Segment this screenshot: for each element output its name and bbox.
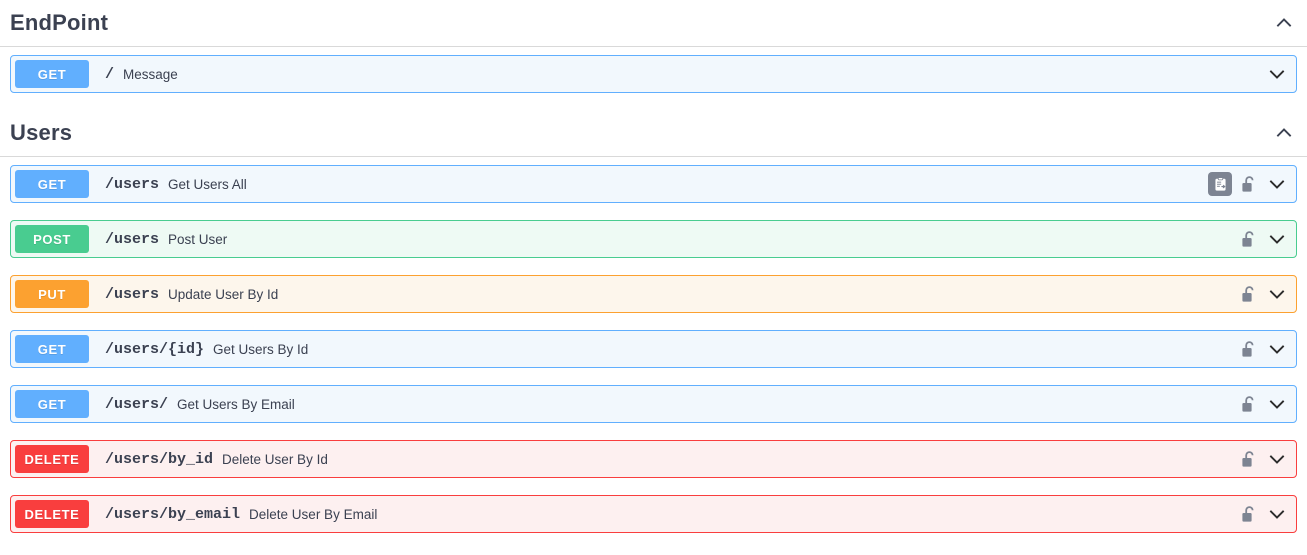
- operation-row[interactable]: DELETE/users/by_email Delete User By Emai…: [10, 495, 1297, 533]
- operation-path: /users/: [105, 395, 169, 413]
- tag-title: Users: [10, 120, 73, 145]
- operation-row[interactable]: GET/users/Get Users By Email: [10, 385, 1297, 423]
- method-badge-get[interactable]: GET: [15, 390, 89, 418]
- operation-summary: Get Users By Email: [177, 396, 295, 412]
- operation-list: GET / Message: [0, 55, 1307, 93]
- operation-summary: Get Users By Id: [213, 341, 309, 357]
- operation-row[interactable]: POST/users Post User: [10, 220, 1297, 258]
- method-badge-post[interactable]: POST: [15, 225, 89, 253]
- operation-summary: Delete User By Id: [222, 451, 328, 467]
- chevron-down-icon[interactable]: [1266, 338, 1288, 360]
- chevron-up-icon[interactable]: [1273, 12, 1295, 34]
- operation-actions: [1266, 63, 1288, 85]
- chevron-down-icon[interactable]: [1266, 448, 1288, 470]
- unlocked-padlock-icon[interactable]: [1240, 339, 1258, 359]
- section-divider: [0, 156, 1307, 157]
- unlocked-padlock-icon[interactable]: [1240, 174, 1258, 194]
- operation-row[interactable]: PUT/users Update User By Id: [10, 275, 1297, 313]
- tag-header-endpoint[interactable]: EndPoint: [0, 0, 1307, 46]
- section-divider: [0, 46, 1307, 47]
- operation-actions: [1240, 503, 1288, 525]
- operation-summary: Post User: [168, 231, 228, 247]
- operation-path: /users/by_email: [105, 505, 241, 523]
- method-badge-get[interactable]: GET: [15, 170, 89, 198]
- operation-path: /users/by_id: [105, 450, 214, 468]
- operation-actions: [1240, 283, 1288, 305]
- operation-row[interactable]: DELETE/users/by_id Delete User By Id: [10, 440, 1297, 478]
- operation-row[interactable]: GET/users/{id} Get Users By Id: [10, 330, 1297, 368]
- operation-actions: [1240, 338, 1288, 360]
- operation-actions: [1240, 393, 1288, 415]
- operation-summary: Update User By Id: [168, 286, 279, 302]
- method-badge-delete[interactable]: DELETE: [15, 445, 89, 473]
- operation-path: /users: [105, 230, 160, 248]
- unlocked-padlock-icon[interactable]: [1240, 504, 1258, 524]
- chevron-up-icon[interactable]: [1273, 122, 1295, 144]
- chevron-down-icon[interactable]: [1266, 173, 1288, 195]
- operation-actions: [1240, 448, 1288, 470]
- chevron-down-icon[interactable]: [1266, 283, 1288, 305]
- operation-actions: [1240, 228, 1288, 250]
- operation-summary: Get Users All: [168, 176, 247, 192]
- unlocked-padlock-icon[interactable]: [1240, 449, 1258, 469]
- unlocked-padlock-icon[interactable]: [1240, 284, 1258, 304]
- operation-summary: Delete User By Email: [249, 506, 378, 522]
- operation-row[interactable]: GET / Message: [10, 55, 1297, 93]
- method-badge-get[interactable]: GET: [15, 335, 89, 363]
- operation-path: /users: [105, 175, 160, 193]
- operation-path: /users/{id}: [105, 340, 205, 358]
- operation-actions: [1208, 172, 1288, 196]
- operation-row[interactable]: GET/users Get Users All: [10, 165, 1297, 203]
- chevron-down-icon[interactable]: [1266, 393, 1288, 415]
- tag-header-users[interactable]: Users: [0, 110, 1307, 156]
- chevron-down-icon[interactable]: [1266, 503, 1288, 525]
- method-badge-get[interactable]: GET: [15, 60, 89, 88]
- method-badge-put[interactable]: PUT: [15, 280, 89, 308]
- unlocked-padlock-icon[interactable]: [1240, 229, 1258, 249]
- tag-title: EndPoint: [10, 10, 109, 35]
- unlocked-padlock-icon[interactable]: [1240, 394, 1258, 414]
- copy-to-clipboard-icon[interactable]: [1208, 172, 1232, 196]
- method-badge-delete[interactable]: DELETE: [15, 500, 89, 528]
- chevron-down-icon[interactable]: [1266, 63, 1288, 85]
- operation-summary: Message: [123, 66, 178, 82]
- operation-path: /: [105, 65, 115, 83]
- operation-path: /users: [105, 285, 160, 303]
- chevron-down-icon[interactable]: [1266, 228, 1288, 250]
